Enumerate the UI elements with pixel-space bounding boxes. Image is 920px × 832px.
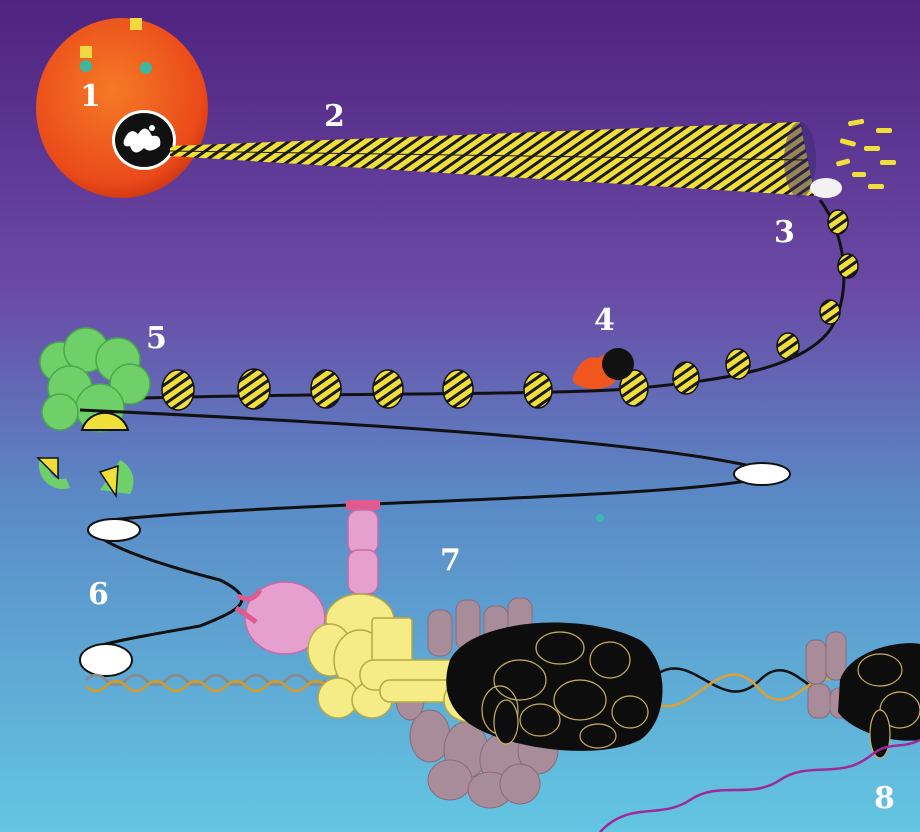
small-dot [596, 514, 604, 522]
label-8: 8 [874, 781, 895, 816]
scaffold-protein [810, 178, 842, 198]
label-4: 4 [594, 303, 615, 338]
label-3: 3 [774, 215, 795, 250]
nucleus [112, 110, 176, 170]
label-7: 7 [440, 543, 461, 578]
label-2: 2 [324, 99, 345, 134]
cell [36, 18, 208, 198]
label-6: 6 [88, 577, 109, 612]
label-1: 1 [80, 79, 101, 114]
label-5: 5 [146, 321, 167, 356]
